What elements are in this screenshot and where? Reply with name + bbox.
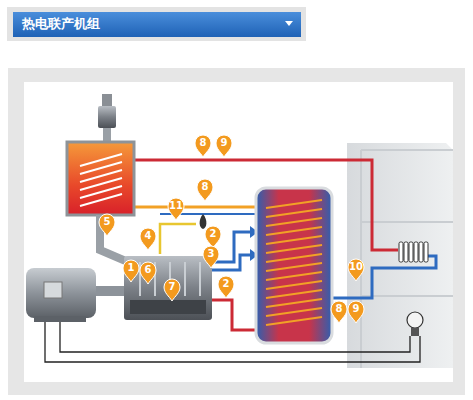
- cylinder-line: [199, 262, 201, 296]
- callout-number: 7: [162, 280, 182, 294]
- coil-turn: [266, 209, 322, 217]
- lightbulb-base: [411, 328, 419, 336]
- heat-exchanger: [67, 142, 134, 215]
- header-frame: [7, 7, 306, 41]
- coil-turn: [266, 308, 322, 316]
- callout-number: 4: [138, 229, 158, 243]
- coil-turn: [266, 236, 322, 244]
- shaft: [96, 286, 124, 296]
- hot-return-pipe: [212, 300, 256, 330]
- coil-turn: [266, 281, 322, 289]
- radiator-fin: [409, 242, 413, 262]
- callout-number: 2: [216, 277, 236, 291]
- panel: [8, 68, 465, 395]
- dropdown-caret: [285, 21, 293, 26]
- coil-turn: [266, 290, 322, 298]
- gas-line: [160, 224, 196, 254]
- coil-turn: [266, 254, 322, 262]
- callout-number: 9: [214, 136, 234, 150]
- callout-number: 6: [138, 263, 158, 277]
- coil-turn: [266, 299, 322, 307]
- radiator-fin: [399, 242, 403, 262]
- callout-number: 1: [121, 261, 141, 275]
- gas-flame: [200, 214, 207, 229]
- drawing-ground: [24, 82, 453, 382]
- exchanger-coil: [80, 154, 122, 206]
- storage-tank: [256, 188, 332, 343]
- cylinder-line: [184, 262, 186, 296]
- coil-turn: [266, 245, 322, 253]
- callout-number: 9: [346, 302, 366, 316]
- generator-base: [34, 316, 86, 322]
- callout-number: 2: [203, 227, 223, 241]
- radiator-fin: [404, 242, 408, 262]
- callout-number: 5: [97, 215, 117, 229]
- generator-terminal-box: [44, 282, 62, 298]
- muffler: [98, 106, 116, 128]
- radiator-fin: [414, 242, 418, 262]
- house-floors: [361, 150, 453, 368]
- coil-turn: [266, 227, 322, 235]
- lightbulb: [407, 312, 423, 328]
- radiator-fin: [424, 242, 428, 262]
- title-bar: [13, 12, 301, 37]
- coil-turn: [80, 194, 122, 206]
- title: 热电联产机组: [22, 15, 100, 33]
- tank-coil: [266, 200, 322, 325]
- coil-turn: [266, 317, 322, 325]
- callout-pins: [99, 135, 364, 323]
- callout-number: 8: [195, 180, 215, 194]
- coil-turn: [266, 218, 322, 226]
- coil-turn: [266, 200, 322, 208]
- callout-number: 11: [166, 199, 186, 213]
- generator: [26, 268, 96, 318]
- coil-turn: [266, 263, 322, 271]
- radiator-fin: [419, 242, 423, 262]
- engine-sump: [130, 300, 206, 314]
- coil-turn: [266, 272, 322, 280]
- radiator: [399, 242, 428, 262]
- callout-number: 8: [329, 302, 349, 316]
- callout-number: 3: [201, 247, 221, 261]
- chimney-top: [102, 94, 112, 106]
- callout-number: 10: [346, 260, 366, 274]
- engine: [124, 256, 212, 320]
- callout-number: 8: [193, 136, 213, 150]
